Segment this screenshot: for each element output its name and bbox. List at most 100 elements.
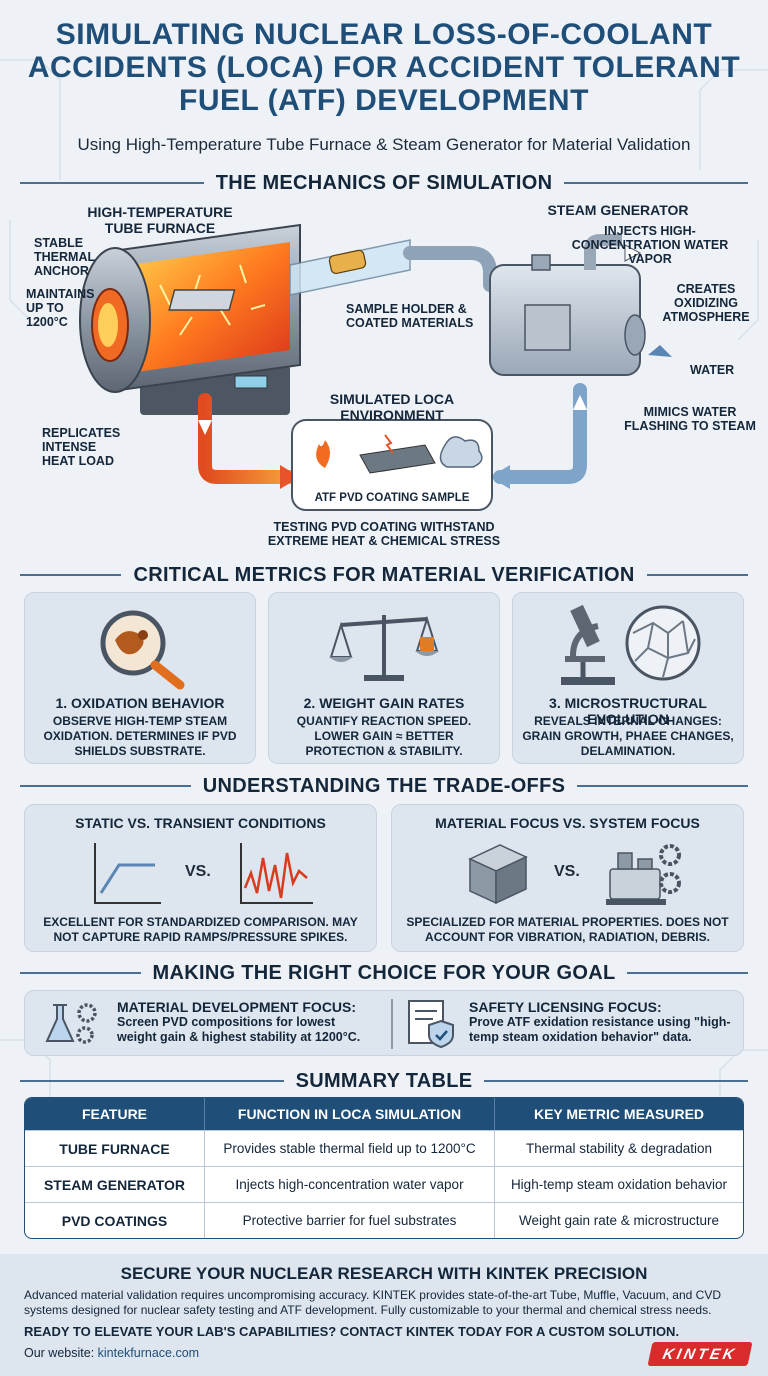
- divider: [577, 785, 748, 787]
- tradeoff-title: STATIC VS. TRANSIENT CONDITIONS: [75, 815, 326, 831]
- goal-title: MATERIAL DEVELOPMENT FOCUS:: [117, 999, 357, 1015]
- metric-card-microstructure: 3. MICROSTRUCTURAL EVOLUTION REVEALS INT…: [512, 592, 744, 764]
- table-cell: Weight gain rate & microstructure: [495, 1202, 743, 1238]
- tradeoff-desc: EXCELLENT FOR STANDARDIZED COMPARISON. M…: [43, 915, 358, 944]
- divider: [646, 574, 749, 576]
- loca-environment-label: SIMULATED LOCA ENVIRONMENT: [329, 391, 455, 423]
- loca-environment-box: [291, 419, 493, 511]
- goals-heading: MAKING THE RIGHT CHOICE FOR YOUR GOAL: [20, 958, 748, 988]
- column-header: KEY METRIC MEASURED: [495, 1098, 743, 1130]
- sample-label: ATF PVD COATING SAMPLE: [314, 492, 470, 504]
- creates-label: CREATES OXIDIZING ATMOSPHERE: [662, 282, 750, 324]
- column-header: FUNCTION IN LOCA SIMULATION: [205, 1098, 495, 1130]
- footer-text: Advanced material validation requires un…: [24, 1288, 721, 1317]
- website-label: Our website:: [24, 1346, 95, 1360]
- metric-title: 2. WEIGHT GAIN RATES: [303, 695, 465, 711]
- footer-website: Our website: kintekfurnace.com: [24, 1346, 199, 1360]
- table-cell: PVD COATINGS: [25, 1202, 205, 1238]
- microscope-icon: [561, 604, 615, 685]
- goal-material: MATERIAL DEVELOPMENT FOCUS: Screen PVD c…: [117, 999, 377, 1045]
- table-row: STEAM GENERATOR Injects high-concentrati…: [25, 1166, 743, 1202]
- metric-title: 3. MICROSTRUCTURAL EVOLUTION: [549, 695, 707, 727]
- water-label: WATER: [690, 363, 735, 377]
- kintek-logo: KINTEK: [647, 1342, 753, 1366]
- website-link[interactable]: kintekfurnace.com: [97, 1346, 200, 1360]
- vs-text: VS.: [185, 863, 211, 880]
- footer: SECURE YOUR NUCLEAR RESEARCH WITH KINTEK…: [0, 1254, 768, 1376]
- tradeoff-desc: SPECIALIZED FOR MATERIAL PROPERTIES. DOE…: [406, 915, 729, 944]
- goal-desc: Prove ATF exidation resistance using "hi…: [469, 1015, 731, 1044]
- maintains-label: MAINTAINS UP TO 1200°C: [26, 287, 95, 329]
- goals-heading-text: MAKING THE RIGHT CHOICE FOR YOUR GOAL: [152, 961, 616, 984]
- goal-title: SAFETY LICENSING FOCUS:: [469, 999, 662, 1015]
- metric-desc: QUANTIFY REACTION SPEED. LOWER GAIN ≈ BE…: [296, 714, 472, 758]
- metric-title: 1. OXIDATION BEHAVIOR: [55, 695, 225, 711]
- metric-desc: REVEALS INTERNAL CHANGES: GRAIN GROWTH, …: [522, 714, 734, 758]
- metric-desc: OBSERVE HIGH-TEMP STEAM OXIDATION. DETER…: [43, 714, 237, 758]
- vs-text: VS.: [554, 863, 580, 880]
- table-row: TUBE FURNACE Provides stable thermal fie…: [25, 1130, 743, 1166]
- table-cell: TUBE FURNACE: [25, 1130, 205, 1166]
- mimics-label: MIMICS WATER FLASHING TO STEAM: [624, 405, 756, 433]
- certificate-shield-icon: [408, 1000, 454, 1049]
- divider: [20, 574, 122, 576]
- testing-label: TESTING PVD COATING WITHSTAND EXTREME HE…: [267, 520, 501, 548]
- steam-generator-label: STEAM GENERATOR: [547, 202, 689, 218]
- footer-title: SECURE YOUR NUCLEAR RESEARCH WITH KINTEK…: [120, 1264, 648, 1283]
- page-subtitle: Using High-Temperature Tube Furnace & St…: [77, 135, 691, 154]
- divider: [564, 182, 749, 184]
- tradeoff-title: MATERIAL FOCUS VS. SYSTEM FOCUS: [435, 815, 700, 831]
- summary-table: FEATURE FUNCTION IN LOCA SIMULATION KEY …: [24, 1097, 744, 1239]
- footer-cta: READY TO ELEVATE YOUR LAB'S CAPABILITIES…: [24, 1324, 680, 1339]
- divider: [20, 1080, 284, 1082]
- tradeoffs-heading: UNDERSTANDING THE TRADE-OFFS: [20, 771, 748, 801]
- divider: [20, 182, 204, 184]
- simulation-diagram: [79, 223, 672, 511]
- metrics-heading: CRITICAL METRICS FOR MATERIAL VERIFICATI…: [20, 560, 749, 590]
- divider: [484, 1080, 749, 1082]
- static-chart-icon: [94, 843, 161, 904]
- table-cell: Injects high-concentration water vapor: [205, 1166, 495, 1202]
- divider: [20, 972, 141, 974]
- grain-structure-icon: [625, 605, 701, 681]
- tube-furnace-illustration: [79, 223, 411, 415]
- mechanics-heading: THE MECHANICS OF SIMULATION: [20, 168, 749, 198]
- metric-card-oxidation: 1. OXIDATION BEHAVIOR OBSERVE HIGH-TEMP …: [24, 592, 256, 764]
- tradeoffs-heading-text: UNDERSTANDING THE TRADE-OFFS: [202, 774, 566, 797]
- table-cell: Protective barrier for fuel substrates: [205, 1202, 495, 1238]
- injects-label: INJECTS HIGH-CONCENTRATION WATER VAPOR: [571, 224, 729, 266]
- tradeoff-card-focus: MATERIAL FOCUS VS. SYSTEM FOCUS VS. SPEC…: [391, 804, 744, 952]
- goal-desc: Screen PVD compositions for lowest weigh…: [117, 1015, 361, 1044]
- material-cube-icon: [468, 844, 528, 905]
- system-machine-icon: [606, 844, 681, 905]
- flask-gears-icon: [45, 1003, 97, 1044]
- stable-anchor-label: STABLE THERMAL ANCHOR: [34, 236, 95, 278]
- magnifier-icon: [100, 610, 185, 690]
- balance-scale-icon: [329, 615, 439, 681]
- table-header-row: FEATURE FUNCTION IN LOCA SIMULATION KEY …: [25, 1098, 743, 1130]
- steam-generator-illustration: [489, 234, 672, 376]
- metric-card-weight: 2. WEIGHT GAIN RATES QUANTIFY REACTION S…: [268, 592, 500, 764]
- goal-safety: SAFETY LICENSING FOCUS: Prove ATF exidat…: [469, 999, 739, 1045]
- summary-heading-text: SUMMARY TABLE: [295, 1069, 473, 1092]
- table-row: PVD COATINGS Protective barrier for fuel…: [25, 1202, 743, 1238]
- table-cell: STEAM GENERATOR: [25, 1166, 205, 1202]
- mechanics-heading-text: THE MECHANICS OF SIMULATION: [215, 171, 553, 194]
- table-cell: High-temp steam oxidation behavior: [495, 1166, 743, 1202]
- divider: [627, 972, 748, 974]
- column-header: FEATURE: [25, 1098, 205, 1130]
- vertical-divider: [391, 999, 393, 1049]
- replicates-label: REPLICATES INTENSE HEAT LOAD: [42, 426, 121, 468]
- furnace-label: HIGH-TEMPERATURE TUBE FURNACE: [87, 204, 233, 236]
- divider: [20, 785, 191, 787]
- table-cell: Provides stable thermal field up to 1200…: [205, 1130, 495, 1166]
- metrics-heading-text: CRITICAL METRICS FOR MATERIAL VERIFICATI…: [133, 563, 635, 586]
- table-cell: Thermal stability & degradation: [495, 1130, 743, 1166]
- transient-chart-icon: [240, 843, 313, 904]
- page-title: SIMULATING NUCLEAR LOSS-OF-COOLANT ACCID…: [27, 18, 741, 117]
- goals-card: MATERIAL DEVELOPMENT FOCUS: Screen PVD c…: [24, 990, 744, 1056]
- tradeoff-card-conditions: STATIC VS. TRANSIENT CONDITIONS VS. EXCE…: [24, 804, 377, 952]
- sample-holder-label: SAMPLE HOLDER & COATED MATERIALS: [346, 302, 474, 330]
- summary-heading: SUMMARY TABLE: [20, 1066, 749, 1096]
- pipes: [198, 246, 587, 484]
